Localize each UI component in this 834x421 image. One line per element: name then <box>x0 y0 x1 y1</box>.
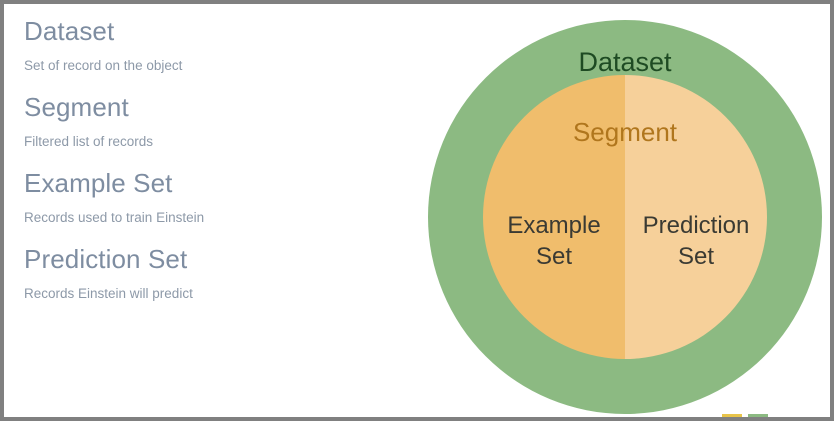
clipped-bottom-element <box>722 414 768 417</box>
concentric-circle-diagram: Dataset Segment Example Set Prediction S… <box>428 20 826 417</box>
glossary-term-title: Example Set <box>24 168 173 198</box>
glossary-item-prediction-set: Prediction Set Records Einstein will pre… <box>24 242 424 304</box>
clipped-chip-yellow <box>722 414 742 417</box>
glossary-term-description: Records used to train Einstein <box>24 210 205 225</box>
glossary-term-description: Filtered list of records <box>24 134 154 149</box>
dataset-outer-circle <box>428 20 822 414</box>
glossary-item-segment: Segment Filtered list of records <box>24 90 424 152</box>
segment-inner-circle <box>483 75 767 359</box>
glossary-term-title: Dataset <box>24 16 115 46</box>
glossary-term-title: Prediction Set <box>24 244 188 274</box>
prediction-set-half <box>625 75 767 359</box>
glossary-term-description: Set of record on the object <box>24 58 183 73</box>
glossary-item-dataset: Dataset Set of record on the object <box>24 14 424 76</box>
slide-canvas: Dataset Set of record on the object Segm… <box>4 4 830 417</box>
glossary-item-example-set: Example Set Records used to train Einste… <box>24 166 424 228</box>
clipped-chip-green <box>748 414 768 417</box>
example-set-half <box>483 75 625 359</box>
glossary-term-title: Segment <box>24 92 129 122</box>
glossary-term-description: Records Einstein will predict <box>24 286 193 301</box>
glossary-list: Dataset Set of record on the object Segm… <box>24 14 424 318</box>
